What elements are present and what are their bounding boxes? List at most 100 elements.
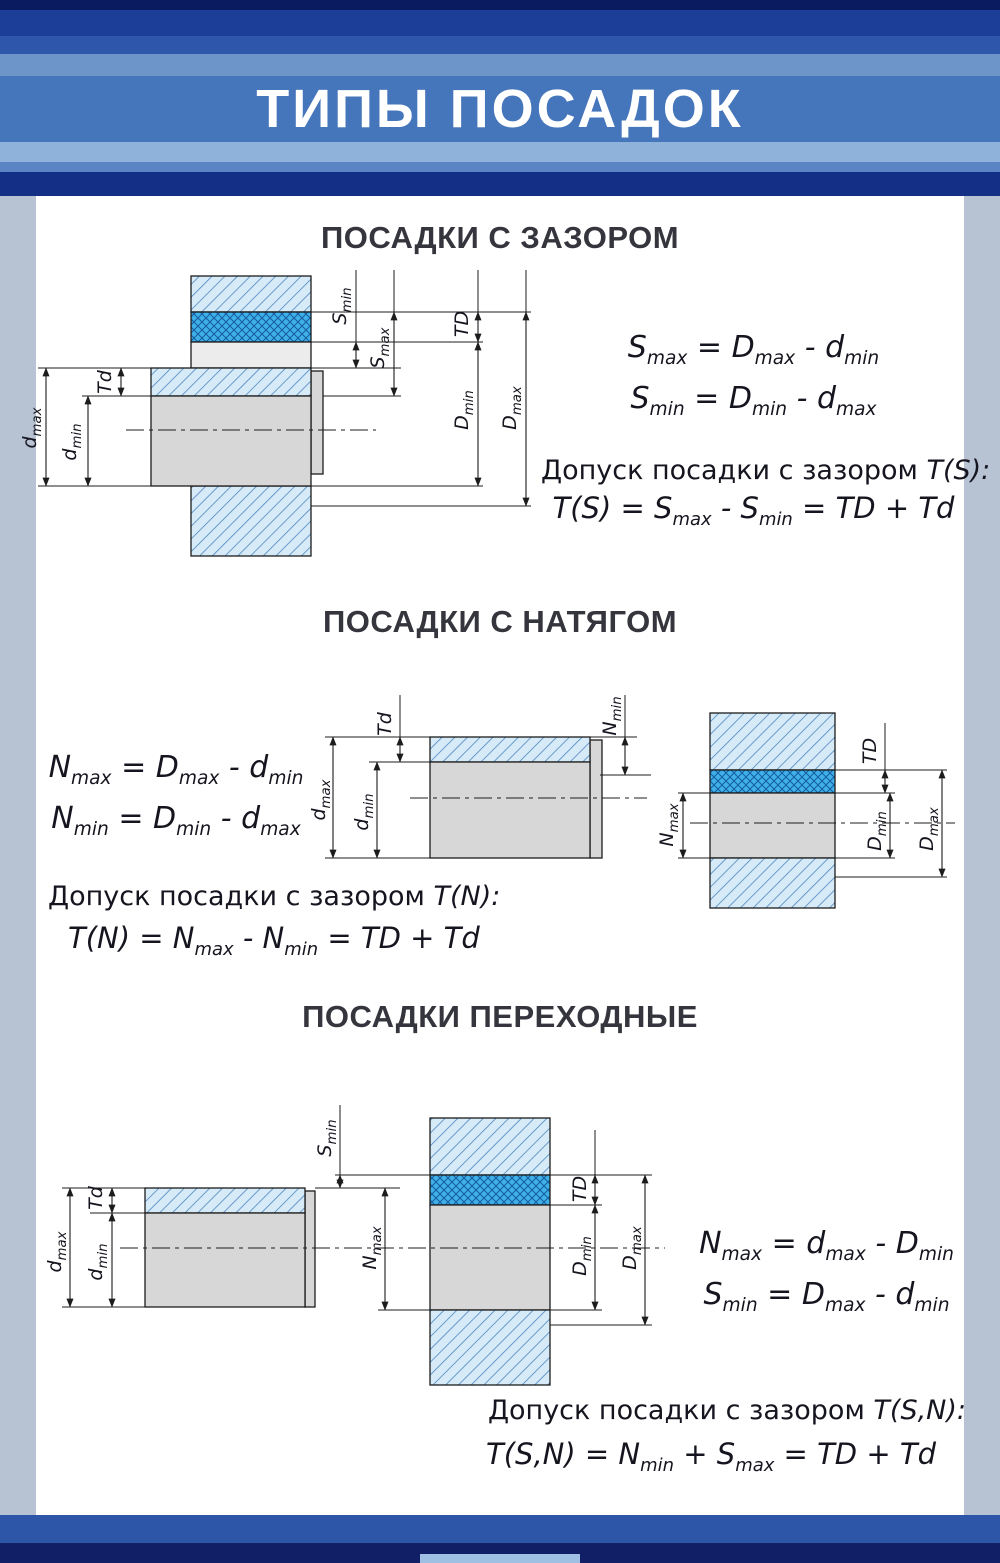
shaft-section [144,1187,316,1308]
transition-heading: ПОСАДКИ ПЕРЕХОДНЫЕ [302,999,698,1034]
D-min-label: Dmin [864,811,890,851]
td-shaft-label: Td [374,711,396,736]
clearance-fit-diagram: dmax dmin Td Smin Smax TD Dmin Dmax [19,270,531,557]
title-band: ТИПЫ ПОСАДОК [0,76,1000,142]
header: ТИПЫ ПОСАДОК [0,0,1000,196]
transition-caption-text: Допуск посадки с зазором [487,1395,865,1426]
dimension-lines [42,311,530,507]
hole-tolerance-zone-TD [429,1174,551,1206]
dimension-labels: TD Nmax Dmin Dmax [656,738,942,851]
hole-lower-body [709,857,836,909]
interference-formulas: Nmax = Dmax - dmin Nmin = Dmin - dmax [36,748,316,850]
transition-fit-diagram: Td dmax dmin Smin Nmax TD Dmin Dmax [44,1105,665,1386]
shaft-in-hole [709,792,836,859]
clearance-formula-smax: Smax = Dmax - dmin [627,330,880,369]
d-max-label: dmax [308,779,334,820]
dimension-lines [329,736,629,859]
transition-formula-nmax: Nmax = dmax - Dmin [699,1226,954,1265]
page-title: ТИПЫ ПОСАДОК [256,79,744,139]
interference-tolerance-caption: Допуск посадки с зазором T(N): [48,880,500,914]
transition-caption-term: T(S,N): [873,1395,966,1426]
D-max-label: Dmax [916,807,942,851]
hole-upper-body [429,1117,551,1176]
extension-lines [678,723,947,878]
interference-heading: ПОСАДКИ С НАТЯГОМ [322,604,678,639]
hole-lower-body [429,1309,551,1386]
shaft-body [150,395,312,487]
shaft-step [589,739,603,859]
dimension-labels: Td dmax dmin Smin Nmax TD Dmin Dmax [44,1119,645,1280]
shaft-tolerance-zone-Td [429,736,591,763]
content-area: ПОСАДКИ С ЗАЗОРОМ [19,196,990,1515]
footer [0,1515,1000,1563]
s-min-label: Smin [329,287,355,324]
interference-formula-nmax: Nmax = Dmax - dmin [48,750,304,789]
transition-tolerance-formula: T(S,N) = Nmin + Smax = TD + Td [486,1437,936,1476]
shaft-tolerance-zone-Td [150,367,312,397]
shaft-step [304,1190,316,1308]
td-hole-label: TD [859,738,881,764]
hole-section [429,1117,551,1386]
n-min-label: Nmin [599,696,625,735]
transition-formula-smin: Smin = Dmax - dmin [703,1277,950,1316]
clearance-caption-term: T(S): [926,455,991,486]
interference-caption-text: Допуск посадки с зазором [48,881,425,912]
clearance-tolerance-caption: Допуск посадки с зазором T(S): [541,454,990,488]
header-band [0,142,1000,162]
interference-tolerance-formula: T(N) = Nmax - Nmin = TD + Td [68,921,480,960]
n-max-label: Nmax [656,803,682,846]
extension-lines [38,270,531,507]
clearance-caption-text: Допуск посадки с зазором [541,455,918,486]
interference-hole-diagram: TD Nmax Dmin Dmax [656,712,955,909]
hole-lower-body [190,485,312,557]
interference-caption-term: T(N): [433,881,501,912]
shaft-step [310,370,324,475]
dimension-lines [679,769,946,878]
hole-tolerance-zone-TD [190,311,312,343]
shaft-body [429,761,591,859]
interference-formula-nmin: Nmin = Dmin - dmax [51,801,301,840]
hole-section [190,275,312,557]
footer-band [0,1515,1000,1543]
clearance-heading: ПОСАДКИ С ЗАЗОРОМ [320,220,680,255]
clearance-gap-band [190,341,312,369]
D-max-label: Dmax [499,386,525,430]
header-band-bottom [0,172,1000,196]
shaft-section [429,736,603,859]
D-max-label: Dmax [619,1226,645,1270]
shaft-body [144,1212,306,1308]
transition-formulas: Nmax = dmax - Dmin Smin = Dmax - dmin [684,1224,969,1326]
td-shaft-label: Td [85,1185,107,1210]
s-max-label: Smax [367,327,393,368]
header-band [0,10,1000,36]
dimension-labels: dmax dmin Td Smin Smax TD Dmin Dmax [19,287,525,460]
transition-tolerance-caption: Допуск посадки с зазором T(S,N): [456,1394,966,1428]
D-min-label: Dmin [451,390,477,430]
hole-upper-body [190,275,312,313]
clearance-tolerance-formula: T(S) = Smax - Smin = TD + Td [552,491,955,530]
shaft-tolerance-zone-Td [144,1187,306,1214]
transition-tolerance-block: Допуск посадки с зазором T(S,N): T(S,N) … [456,1394,966,1486]
d-max-label: dmax [44,1231,70,1272]
td-hole-label: TD [451,311,473,337]
n-max-label: Nmax [359,1226,385,1269]
header-band [0,36,1000,54]
d-min-label: dmin [59,423,85,460]
header-band [0,162,1000,172]
hole-tolerance-zone-TD [709,769,836,794]
td-hole-label: TD [569,1176,591,1202]
clearance-formulas: Smax = Dmax - dmin Smin = Dmin - dmax До… [541,328,990,540]
td-shaft-label: Td [94,369,116,394]
header-band-top [0,0,1000,10]
hole-section [709,712,836,909]
shaft-section [150,367,324,487]
interference-shaft-diagram: Td dmax dmin Nmin [308,695,651,859]
dimension-lines [66,1174,649,1326]
footer-band-bottom [0,1543,1000,1563]
header-band [0,54,1000,76]
dimension-labels: Td dmax dmin Nmin [308,696,625,830]
d-min-label: dmin [351,793,377,830]
s-min-label: Smin [314,1119,340,1156]
footer-notch [420,1554,580,1563]
